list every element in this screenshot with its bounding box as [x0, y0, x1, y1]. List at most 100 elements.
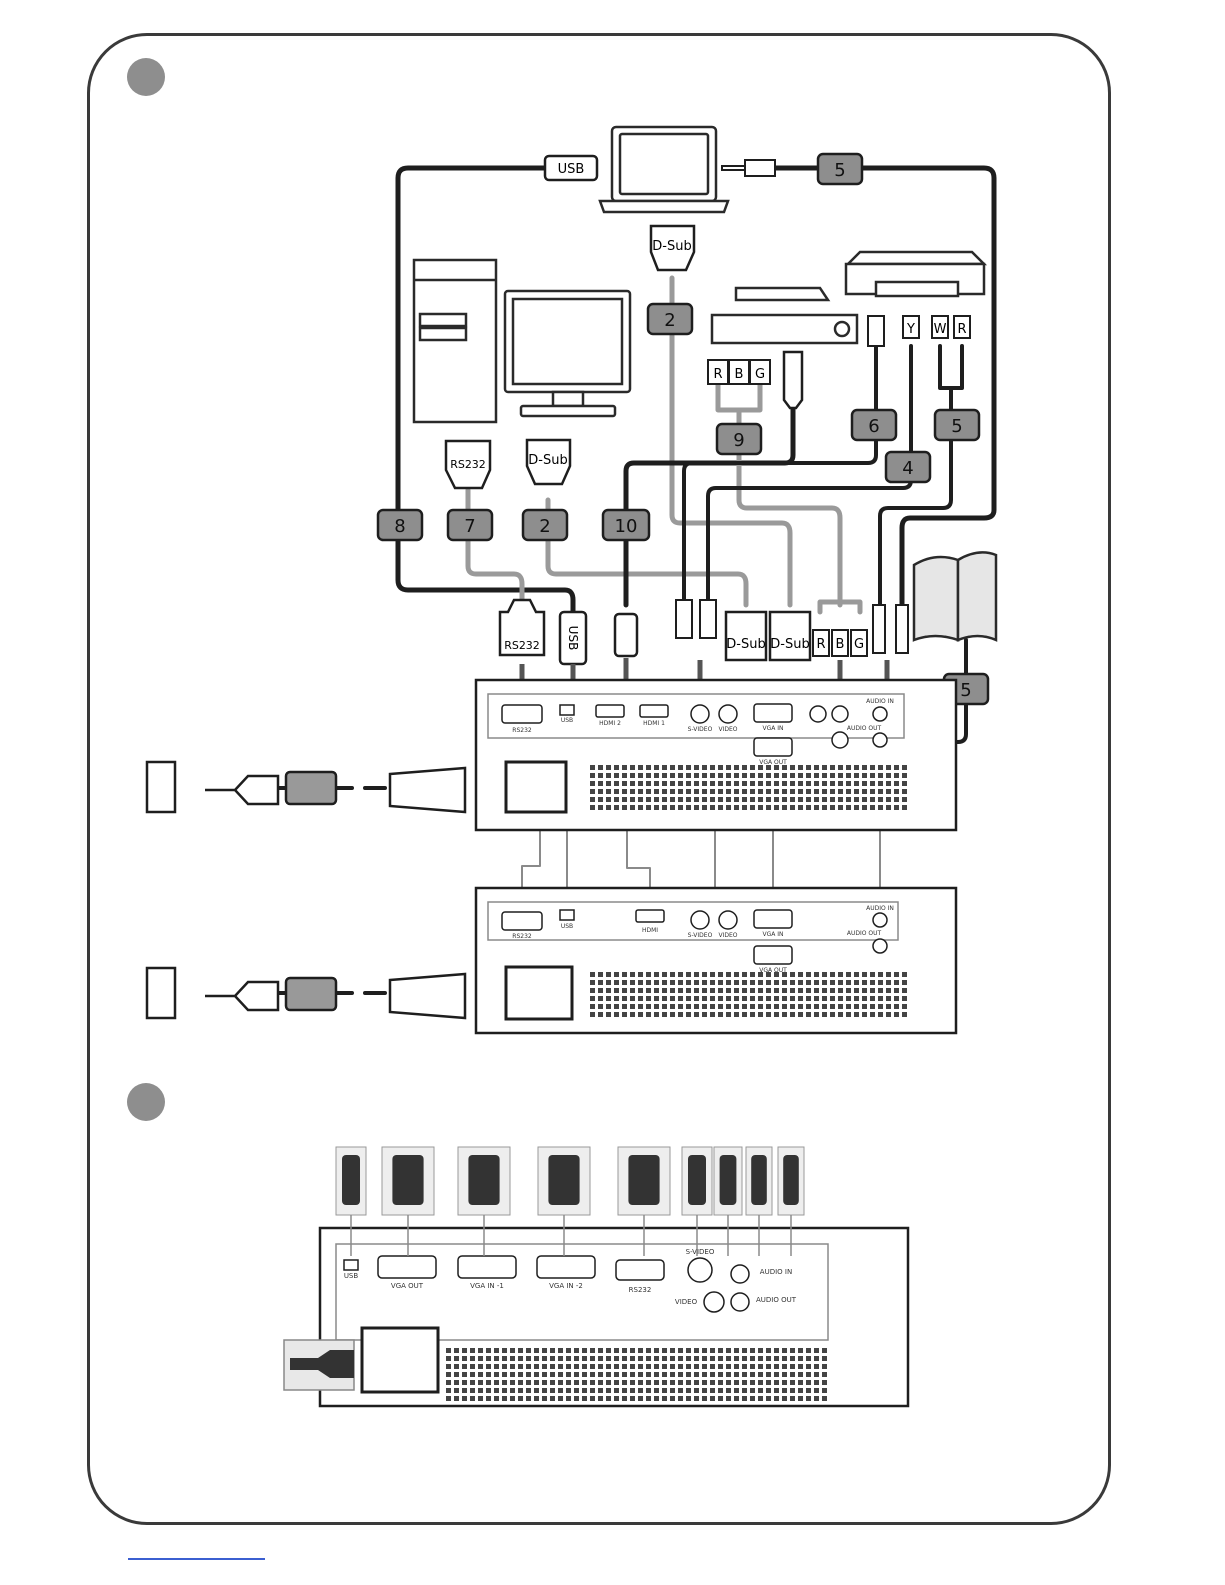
cable-badge-label: 5 [834, 160, 845, 181]
power-connector-1 [390, 768, 465, 812]
cable-badge-label: 4 [902, 458, 913, 479]
rs232-cable [468, 490, 522, 612]
component-port-b [832, 706, 848, 722]
audio-in-port-2 [873, 913, 887, 927]
label-video-3: VIDEO [675, 1298, 698, 1306]
cable-badge-6: 4 [886, 452, 930, 482]
dsub-label-laptop: D-Sub [652, 239, 691, 254]
power-inlet-3 [362, 1328, 438, 1392]
dsub-plug-pc: D-Sub [527, 440, 570, 484]
hdmi-plug-top [784, 352, 802, 408]
cable-badge-label: 7 [464, 516, 475, 537]
label-rs232-2: RS232 [512, 933, 532, 940]
label-svideo-2: S-VIDEO [688, 932, 713, 939]
audio-out-port-1 [873, 733, 887, 747]
power-connector-2 [390, 974, 465, 1018]
label-vga-in-1: VGA IN [762, 725, 783, 732]
power-inlet-1 [506, 762, 566, 812]
component-port-a [810, 706, 826, 722]
cable-badge-label: 2 [539, 516, 550, 537]
hdmi-plug-bottom [615, 614, 637, 656]
plug-r-dvd: R [957, 322, 966, 337]
label-audio-in-1: AUDIO IN [866, 698, 894, 705]
usb-port-1 [560, 705, 574, 715]
usb-plug-top: USB [545, 156, 597, 180]
plug-b-top: B [735, 367, 744, 382]
rs232-port-2 [502, 912, 542, 930]
label-hdmi-2: HDMI [642, 927, 658, 934]
label-vga-out-3: VGA OUT [391, 1282, 424, 1290]
power-adapter-2 [286, 978, 336, 1010]
label-svideo-3: S-VIDEO [686, 1248, 715, 1256]
label-vga-out-1: VGA OUT [759, 759, 787, 766]
svideo-port-3 [688, 1258, 712, 1282]
projector-1: RS232 USB HDMI 2 HDMI 1 S-VIDEO VIDEO VG… [476, 680, 956, 830]
label-video-2: VIDEO [718, 932, 737, 939]
vga-in-port-2 [754, 910, 792, 928]
rs232-label-top: RS232 [450, 458, 486, 471]
label-usb-2: USB [561, 923, 573, 930]
usb-plug-label: USB [558, 162, 585, 177]
rs232-port-1 [502, 705, 542, 723]
plug-r-bottom: R [816, 637, 825, 652]
audio-plug-bottom-1 [873, 605, 885, 653]
label-vga-in2-3: VGA IN -2 [549, 1282, 583, 1290]
hdmi2-port-1 [596, 705, 624, 717]
cable-badge-2: 2 [648, 304, 692, 334]
cable-badge-label: 9 [733, 430, 744, 451]
label-audio-out-1: AUDIO OUT [847, 725, 882, 732]
cable-badge-10: 10 [603, 510, 649, 540]
label-hdmi2-1: HDMI 2 [599, 720, 621, 727]
usb-port-3 [344, 1260, 358, 1270]
video-port-1 [719, 705, 737, 723]
cable-badge-label: 2 [664, 310, 675, 331]
audio-plug-bottom-2 [896, 605, 908, 653]
label-vga-in-2: VGA IN [762, 931, 783, 938]
usb-label-bottom: USB [566, 626, 580, 651]
dvd-plugs: Y W R [868, 316, 970, 346]
usb-port-2 [560, 910, 574, 920]
label-audio-out-2: AUDIO OUT [847, 930, 882, 937]
rs232-plug-top: RS232 [446, 441, 490, 488]
label-rs232-3: RS232 [629, 1286, 652, 1294]
label-svideo-1: S-VIDEO [688, 726, 713, 733]
hdmi1-port-1 [640, 705, 668, 717]
dsub-plug-bottom-1: D-Sub [726, 612, 766, 660]
dsub-label-pc: D-Sub [528, 453, 567, 468]
composite-plug-bottom [700, 600, 716, 638]
audio-in-port-1 [873, 707, 887, 721]
rbg-plugs-bottom: R B G [813, 630, 867, 656]
label-rs232-1: RS232 [512, 727, 532, 734]
cable-badge-label: 5 [960, 680, 971, 701]
label-vga-in1-3: VGA IN -1 [470, 1282, 504, 1290]
power-inlet-2 [506, 967, 572, 1019]
dsub-plug-bottom-2: D-Sub [770, 612, 810, 660]
rbg-plugs-top: R B G [708, 360, 770, 384]
laptop-audio-jack [722, 160, 775, 176]
rs232-label-bottom: RS232 [504, 639, 540, 652]
dvd-player [846, 252, 984, 296]
plug-y-dvd: Y [906, 322, 915, 337]
label-video-1: VIDEO [718, 726, 737, 733]
power-plug-1 [205, 776, 278, 804]
hdmi-port-2 [636, 910, 664, 922]
vcr-player [712, 288, 857, 343]
cable-badge-4: 6 [852, 410, 896, 440]
dsub-label-bottom-1: D-Sub [726, 637, 765, 652]
vga-out-port-3 [378, 1256, 436, 1278]
svideo-port-2 [691, 911, 709, 929]
cable-badge-5: 5 [935, 410, 979, 440]
plug-w-dvd: W [934, 322, 947, 337]
dsub-label-bottom-2: D-Sub [770, 637, 809, 652]
cable-badge-3: 9 [717, 424, 761, 454]
cable-badge-label: 6 [868, 416, 879, 437]
svideo-plug-bottom [676, 600, 692, 638]
power-adapter-1 [286, 772, 336, 804]
cable-badge-label: 10 [615, 516, 638, 537]
label-usb-1: USB [561, 717, 573, 724]
vga-out-port-1 [754, 738, 792, 756]
cable-badge-7: 8 [378, 510, 422, 540]
rs232-port-3 [616, 1260, 664, 1280]
